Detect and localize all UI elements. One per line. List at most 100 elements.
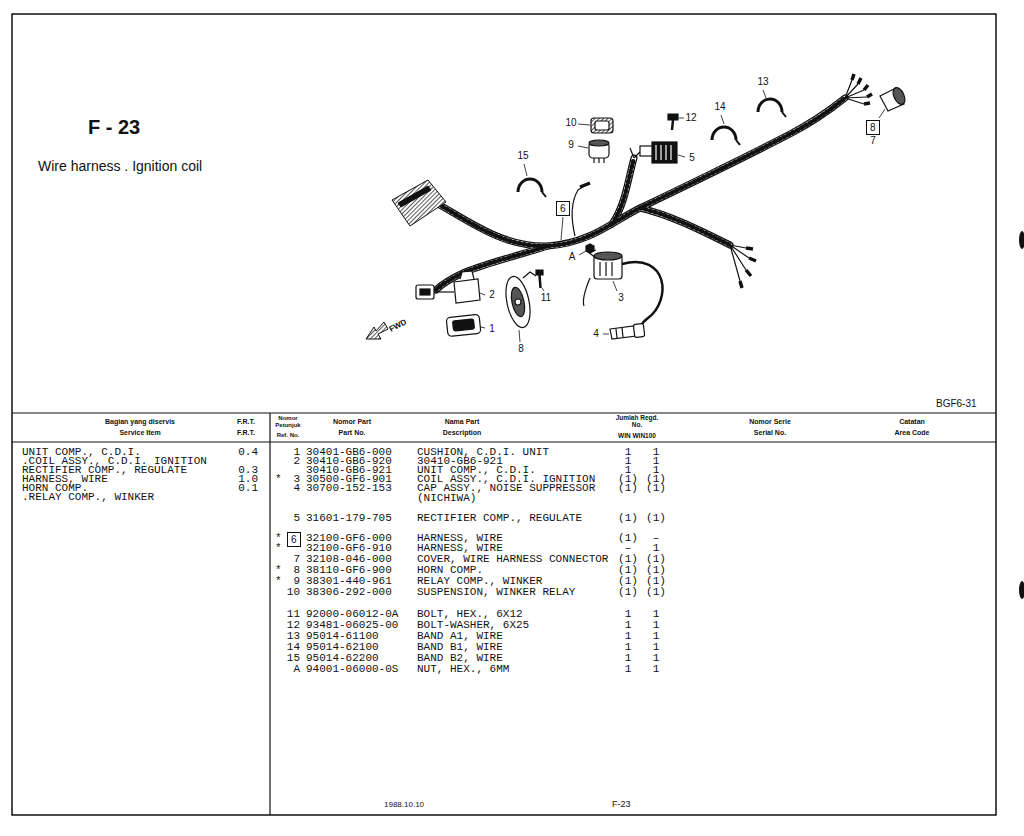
- leader-line: [679, 118, 684, 119]
- cdi-cushion: [446, 314, 481, 336]
- winker-relay: [603, 158, 604, 163]
- quantity: (1): [614, 565, 642, 576]
- part-description: HARNESS, WIRE: [417, 533, 613, 543]
- regulator-rectifier: [640, 146, 652, 156]
- callout-number: 2: [489, 290, 495, 300]
- callout-number: 3: [618, 293, 624, 303]
- callout-number: 11: [541, 293, 551, 303]
- boxed-ref-number: 8: [866, 120, 880, 135]
- part-number: 30700-152-153: [306, 483, 392, 494]
- leader-line: [678, 155, 685, 157]
- callout-number: 10: [565, 118, 576, 128]
- asterisk-mark: *: [275, 576, 283, 587]
- quantity: 1: [614, 609, 642, 620]
- leader-line: [879, 109, 885, 118]
- bolt: [540, 275, 541, 288]
- page-frame: [12, 14, 996, 815]
- connector-block: [392, 180, 446, 226]
- part-description: RELAY COMP., WINKER: [417, 576, 613, 586]
- quantity: 1: [614, 620, 642, 631]
- fwd-arrow: [366, 322, 388, 339]
- cdi-unit: [454, 279, 480, 303]
- regulator-rectifier: [660, 145, 661, 160]
- bolt: [672, 120, 673, 130]
- callout-number: 15: [517, 151, 528, 161]
- table-header: Part No.: [307, 429, 397, 437]
- cdi-cushion: [453, 319, 475, 331]
- leader-line: [524, 164, 527, 176]
- part-description: BAND B1, WIRE: [417, 642, 613, 652]
- ignition-coil: [605, 262, 606, 276]
- part-number: 92000-06012-0A: [306, 609, 398, 620]
- part-number: 95014-61100: [306, 631, 379, 642]
- wire-ends: [740, 248, 756, 288]
- quantity: (1): [642, 554, 670, 565]
- wire-band: [518, 179, 542, 192]
- bolt: [668, 114, 678, 120]
- ref-number: A: [278, 664, 300, 675]
- part-description: SUSPENSION, WINKER RELAY: [417, 587, 613, 597]
- cdi-unit: [420, 289, 430, 295]
- leader-line: [480, 90, 885, 342]
- ref-number: 7: [278, 554, 300, 565]
- regulator-rectifier: [640, 142, 677, 163]
- quantity: (1): [642, 576, 670, 587]
- cdi-unit: [416, 271, 480, 303]
- ref-number: 5: [278, 513, 300, 524]
- connector-cover: [891, 86, 908, 107]
- page-title: F - 23: [88, 117, 140, 137]
- part-number: 38306-292-000: [306, 587, 392, 598]
- table-header: Bagian yang diservis: [40, 418, 240, 426]
- cdi-unit: [436, 291, 454, 292]
- wire-band: [712, 127, 736, 140]
- quantity: (1): [642, 483, 670, 494]
- section-caption: Wire harness . Ignition coil: [38, 159, 202, 173]
- asterisk-mark: *: [275, 565, 283, 576]
- ref-number: 10: [278, 587, 300, 598]
- ref-number: 9: [278, 576, 300, 587]
- quantity: (1): [614, 513, 642, 524]
- leader-line: [721, 115, 724, 124]
- table-header: Description: [402, 429, 522, 437]
- bolt: [536, 114, 678, 288]
- table-header: Nomor Petunjuk: [271, 415, 305, 428]
- bolt: [536, 270, 543, 275]
- regulator-rectifier: [665, 145, 666, 160]
- wire-ends: [580, 183, 590, 187]
- quantity: 1: [642, 642, 670, 653]
- part-description: BOLT, HEX., 6X12: [417, 609, 613, 619]
- ref-number: 4: [278, 483, 300, 494]
- wire-ends: [630, 148, 640, 158]
- quantity: 1: [642, 543, 670, 554]
- noise-suppressor-cap: [622, 328, 623, 337]
- sheet-code: BGF6-31: [936, 399, 977, 409]
- binder-mark: [1019, 581, 1024, 599]
- cdi-unit: [460, 271, 474, 279]
- ref-number: 2: [278, 456, 300, 467]
- wire-band: [758, 99, 782, 112]
- connector-cover: [880, 86, 907, 111]
- part-number: 94001-06000-0S: [306, 664, 398, 675]
- ref-number: 13: [278, 631, 300, 642]
- winker-relay: [598, 158, 599, 163]
- callout-number: 8: [518, 344, 524, 354]
- quantity: 1: [642, 664, 670, 675]
- ref-number: 14: [278, 642, 300, 653]
- connector-block: [392, 180, 446, 226]
- leader-line: [542, 288, 544, 291]
- callout-number: 1: [489, 324, 495, 334]
- frt-value: 0.1: [226, 483, 258, 494]
- table-header: Ref. No.: [271, 432, 305, 439]
- regulator-rectifier: [670, 145, 671, 160]
- callout-number: 5: [689, 153, 695, 163]
- ignition-coil: [588, 250, 596, 258]
- fwd-arrow: [366, 322, 388, 339]
- binder-mark: [1019, 231, 1024, 599]
- page-frame: [269, 413, 270, 815]
- part-description: BAND A1, WIRE: [417, 631, 613, 641]
- cdi-cushion: [446, 314, 481, 336]
- leader-line: [578, 146, 588, 148]
- wire-harness: [438, 98, 845, 246]
- part-number: 32108-046-000: [306, 554, 392, 565]
- boxed-ref-number: 6: [287, 532, 301, 547]
